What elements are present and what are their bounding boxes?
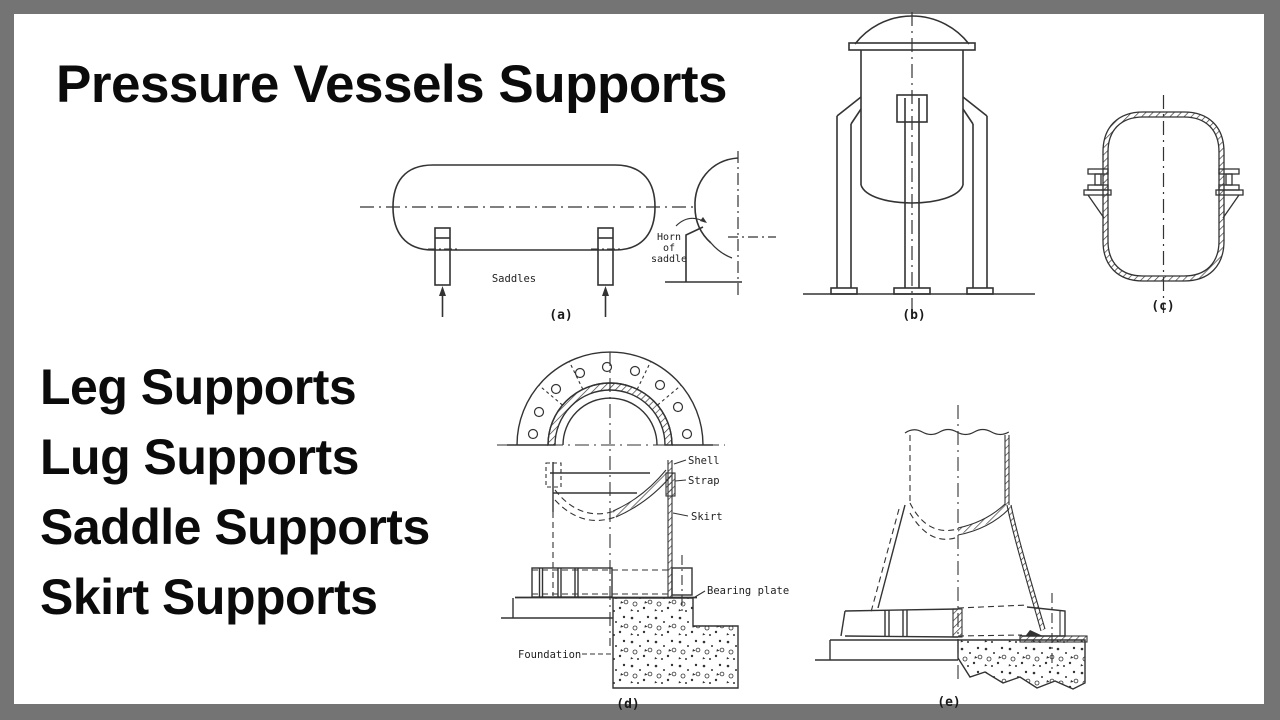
figure-e-flared-skirt-support-drawing: (e) [815, 405, 1088, 710]
strap-label: Strap [688, 475, 720, 487]
leg-right [962, 96, 994, 295]
horizontal-vessel-shell [392, 164, 656, 251]
skirt-wall-section [1004, 435, 1046, 632]
anchor-bolt-chair-left [531, 567, 613, 598]
saddle-right [591, 227, 621, 286]
svg-text:of: of [663, 243, 675, 254]
svg-text:saddle: saddle [651, 254, 687, 265]
weld-fillet [1025, 630, 1044, 637]
lug-left [1083, 168, 1112, 219]
saddle-left [428, 227, 458, 286]
lug-right [1215, 168, 1244, 219]
figure-b-leg-support-drawing: (b) [803, 12, 1035, 323]
foundation-concrete [612, 597, 739, 689]
radial-marks [538, 361, 682, 406]
bottom-head-section [612, 471, 671, 517]
figure-d-tag: (d) [616, 697, 639, 712]
vertical-vessel-shell [848, 15, 976, 204]
horn-of-saddle-label: Horn of saddle [651, 232, 687, 265]
leg-center [893, 94, 931, 295]
list-item-leg-supports: Leg Supports [40, 359, 357, 415]
load-arrow-right [602, 286, 609, 317]
figure-e-tag: (e) [937, 695, 960, 710]
list-item-skirt-supports: Skirt Supports [40, 569, 378, 625]
svg-text:Horn: Horn [657, 232, 681, 243]
break-line [904, 428, 1010, 436]
foundation-label: Foundation [518, 649, 581, 661]
bottom-head-section [957, 503, 1010, 534]
bearing-plate-label: Bearing plate [707, 585, 789, 597]
figure-a-tag: (a) [549, 308, 572, 323]
list-item-saddle-supports: Saddle Supports [40, 499, 430, 555]
support-type-list: Leg Supports Lug Supports Saddle Support… [40, 352, 430, 632]
figure-c-tag: (c) [1151, 299, 1174, 314]
saddles-label: Saddles [492, 273, 536, 285]
horn-leader-line [675, 217, 706, 227]
base-ring-plan-view [507, 351, 713, 446]
vessel-wall-section [1102, 111, 1225, 282]
saddle-end-view [665, 151, 776, 295]
foundation-concrete [957, 639, 1086, 690]
figure-a-saddle-support-drawing: Saddles (a) Horn of saddle [360, 151, 776, 323]
figure-d-skirt-support-detail-drawing: Shell Strap Skirt Bearing plate Foundati… [497, 351, 789, 712]
base-slab [815, 639, 958, 661]
skirt-left-edge [877, 504, 906, 609]
load-arrow-left [439, 286, 446, 317]
bolt-holes [527, 361, 693, 440]
figure-c-lug-support-drawing: (c) [1083, 95, 1244, 314]
figure-b-tag: (b) [902, 308, 925, 323]
list-item-lug-supports: Lug Supports [40, 429, 359, 485]
slide-canvas: Pressure Vessels Supports Leg Supports L… [14, 12, 1264, 712]
leg-left [830, 96, 862, 295]
page-title: Pressure Vessels Supports [56, 55, 727, 114]
skirt-label: Skirt [691, 511, 723, 523]
base-ring [840, 604, 1029, 638]
horn-of-saddle-profile [685, 226, 704, 282]
skirt-elevation-view [501, 459, 739, 689]
strap-section [665, 472, 676, 497]
shell-label: Shell [688, 455, 720, 467]
